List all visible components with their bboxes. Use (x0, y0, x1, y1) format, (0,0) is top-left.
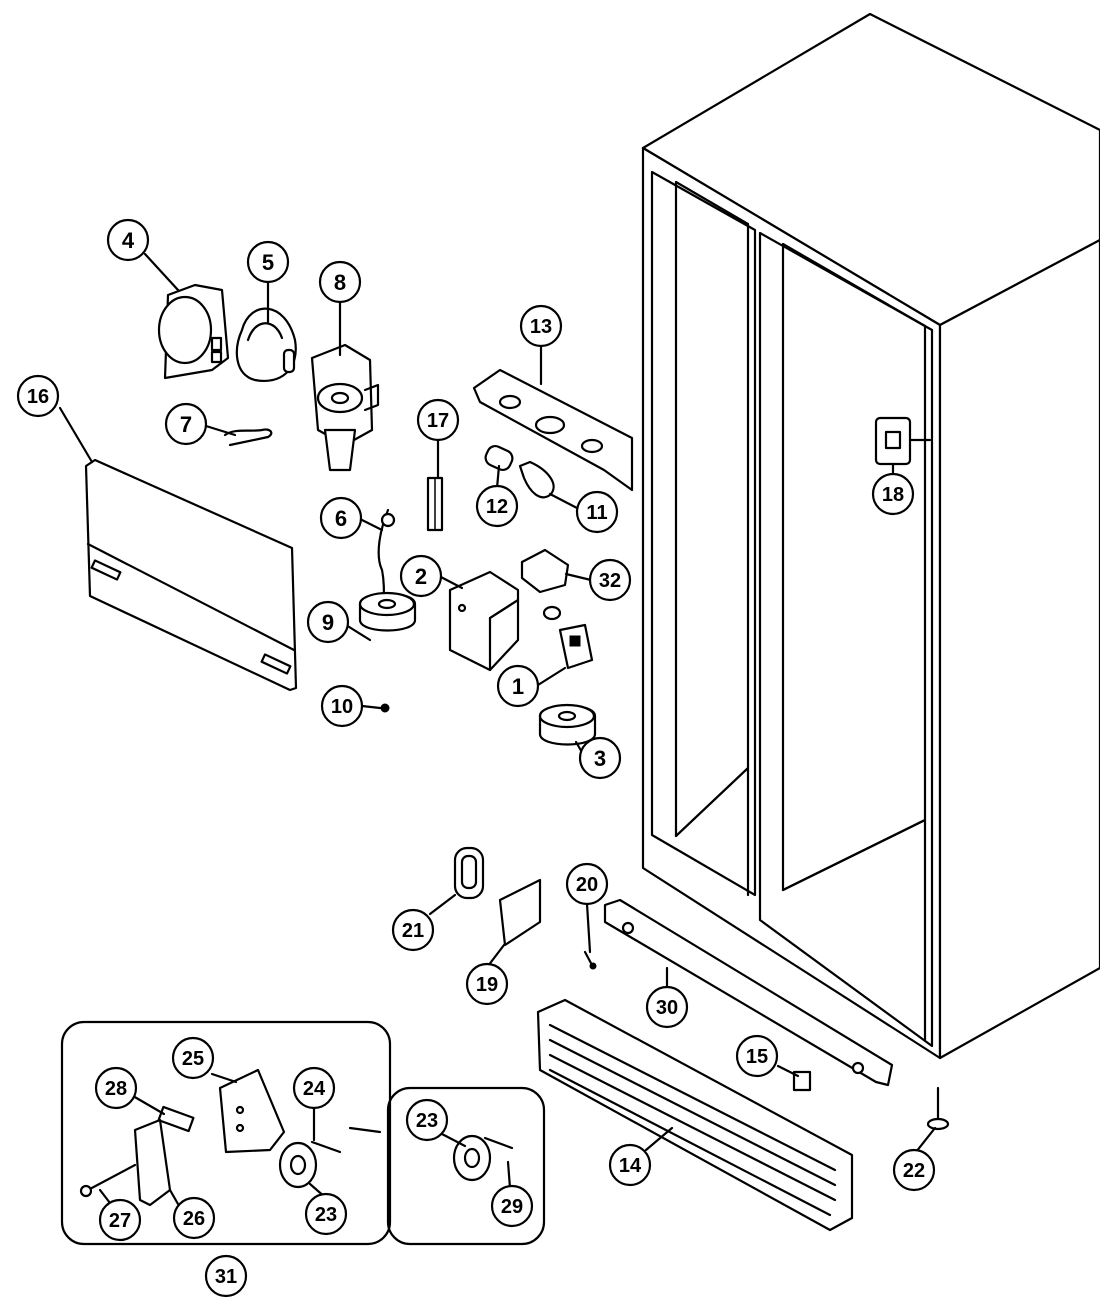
part-30-rail (603, 898, 894, 1087)
refrigerator-cabinet (641, 12, 1100, 1060)
callout-31: 31 (204, 1254, 248, 1298)
svg-text:22: 22 (903, 1160, 925, 1182)
svg-text:27: 27 (109, 1210, 131, 1232)
svg-text:30: 30 (656, 997, 678, 1019)
svg-text:9: 9 (322, 610, 334, 635)
callout-23-left: 23 (304, 1192, 348, 1236)
part-17-bracket (426, 476, 444, 532)
svg-text:7: 7 (180, 412, 192, 437)
callout-15: 15 (735, 1034, 779, 1078)
part-3-knob (538, 703, 597, 746)
svg-text:4: 4 (122, 228, 135, 253)
callout-25: 25 (171, 1036, 215, 1080)
svg-text:26: 26 (183, 1208, 205, 1230)
part-9-knob (358, 591, 417, 632)
callout-23-right: 23 (405, 1098, 449, 1142)
svg-text:32: 32 (599, 570, 621, 592)
callout-2: 2 (399, 554, 443, 598)
svg-text:11: 11 (586, 502, 607, 524)
part-13-light-bracket (472, 368, 634, 492)
callout-22: 22 (892, 1148, 936, 1192)
part-2-housing (448, 570, 520, 672)
callout-19: 19 (465, 962, 509, 1006)
part-20-screw (583, 950, 597, 970)
callout-29: 29 (490, 1184, 534, 1228)
svg-text:31: 31 (215, 1266, 237, 1288)
svg-text:15: 15 (746, 1046, 768, 1068)
svg-text:18: 18 (882, 484, 904, 506)
callout-17: 17 (416, 398, 460, 442)
svg-text:17: 17 (427, 410, 449, 432)
callout-1: 1 (496, 664, 540, 708)
callout-16: 16 (16, 374, 60, 418)
svg-text:28: 28 (105, 1078, 127, 1100)
part-7-clip (223, 428, 273, 447)
svg-text:13: 13 (530, 316, 552, 338)
svg-text:6: 6 (335, 506, 347, 531)
callouts: 4 5 8 16 7 13 17 12 11 6 2 32 9 1 10 3 1… (16, 218, 936, 1298)
callout-6: 6 (319, 496, 363, 540)
callout-11: 11 (575, 490, 619, 534)
part-21-cover (453, 846, 485, 900)
svg-text:23: 23 (416, 1110, 438, 1132)
callout-4: 4 (106, 218, 150, 262)
part-5-cap (235, 307, 297, 383)
svg-text:25: 25 (182, 1048, 204, 1070)
part-1-control (542, 605, 594, 670)
part-10-screw (380, 703, 390, 713)
roller-assembly-group (60, 1020, 546, 1246)
callout-14: 14 (608, 1143, 652, 1187)
svg-text:29: 29 (501, 1196, 523, 1218)
svg-text:14: 14 (619, 1155, 642, 1177)
part-32-switch (520, 548, 570, 594)
part-11-bulb (518, 460, 555, 499)
callout-26: 26 (172, 1196, 216, 1240)
part-12-socket (484, 444, 514, 472)
svg-text:19: 19 (476, 974, 498, 996)
callout-24: 24 (292, 1066, 336, 1110)
svg-text:3: 3 (594, 746, 606, 771)
callout-27: 27 (98, 1198, 142, 1242)
svg-text:21: 21 (402, 920, 424, 942)
callout-12: 12 (475, 484, 519, 528)
callout-10: 10 (320, 684, 364, 728)
callout-32: 32 (588, 558, 632, 602)
callout-3: 3 (578, 736, 622, 780)
svg-text:1: 1 (512, 674, 524, 699)
part-16-panel (84, 458, 298, 692)
callout-8: 8 (318, 260, 362, 304)
svg-text:2: 2 (415, 564, 427, 589)
svg-text:10: 10 (331, 696, 353, 718)
callout-5: 5 (246, 240, 290, 284)
svg-text:8: 8 (334, 270, 346, 295)
part-19-plate (498, 878, 542, 947)
callout-21: 21 (391, 908, 435, 952)
svg-text:5: 5 (262, 250, 274, 275)
part-8-motor-assembly (310, 343, 380, 472)
svg-text:16: 16 (27, 386, 49, 408)
callout-20: 20 (565, 862, 609, 906)
callout-7: 7 (164, 402, 208, 446)
svg-text:20: 20 (576, 874, 598, 896)
callout-30: 30 (645, 985, 689, 1029)
callout-18: 18 (871, 472, 915, 516)
callout-13: 13 (519, 304, 563, 348)
callout-9: 9 (306, 600, 350, 644)
svg-text:24: 24 (303, 1078, 326, 1100)
part-14-grille (536, 998, 854, 1232)
svg-text:12: 12 (486, 496, 508, 518)
svg-text:23: 23 (315, 1204, 337, 1226)
part-4-housing (157, 283, 230, 380)
part-18-switch (874, 416, 912, 466)
callout-28: 28 (94, 1066, 138, 1110)
part-22-leg (926, 1086, 950, 1131)
